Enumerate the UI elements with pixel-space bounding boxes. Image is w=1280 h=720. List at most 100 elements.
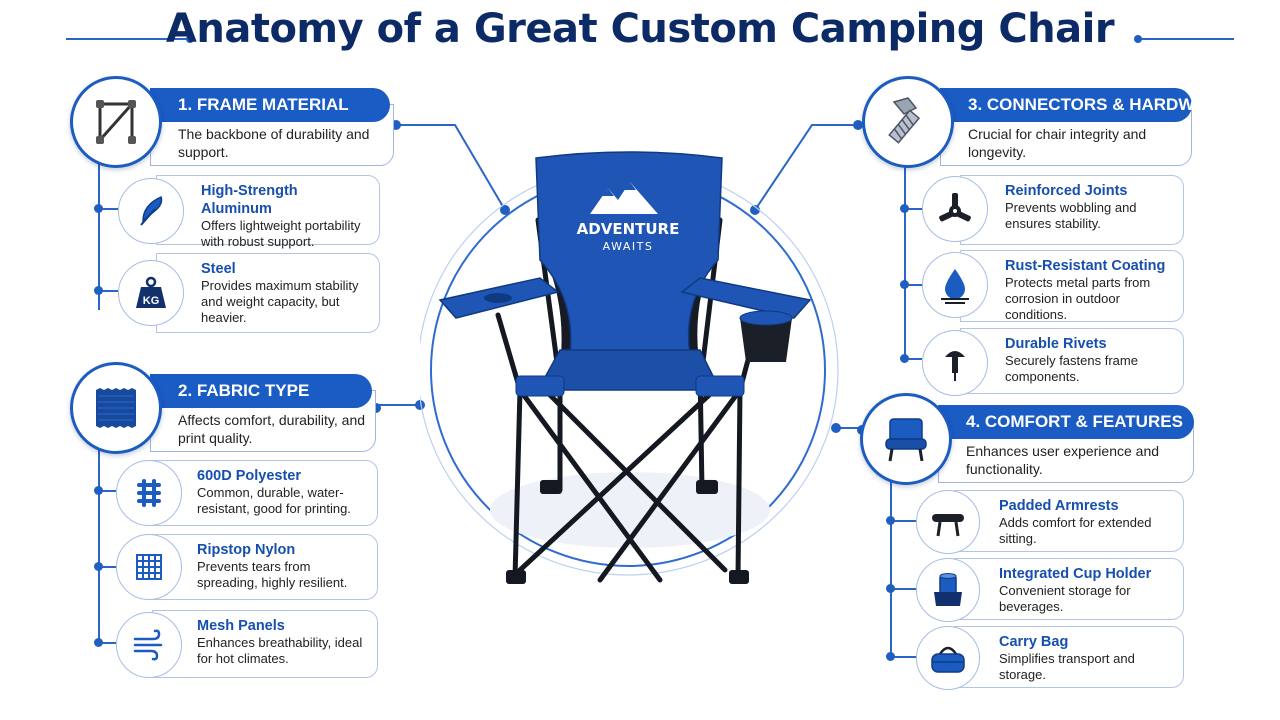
connectors-item-coating: Rust-Resistant Coating Protects metal pa… [960,250,1184,322]
connectors-branch-dot [900,354,909,363]
item-title: High-Strength Aluminum [201,183,298,217]
title-dot-left [186,35,194,43]
frame-item-aluminum: High-Strength Aluminum Offers lightweigh… [156,175,380,249]
weight-icon: KG [136,276,166,308]
comfort-heading: 4. COMFORT & FEATURES [938,405,1194,439]
fabric-branch-dot [94,562,103,571]
connectors-item-rivets: Durable Rivets Securely fastens frame co… [960,328,1184,394]
fabric-branch [98,642,116,644]
frame-icon [96,100,136,144]
weight-icon-label: KG [143,295,160,307]
item-title: Carry Bag [999,634,1069,650]
bag-icon-wrap [916,626,980,690]
fabric-heading: 2. FABRIC TYPE [150,374,372,408]
item-desc: Prevents wobbling and ensures stability. [1005,200,1137,231]
fabric-branch-dot [94,486,103,495]
frame-branch [98,208,118,210]
item-desc: Prevents tears from spreading, highly re… [197,559,348,590]
armrest-icon-wrap [916,490,980,554]
comfort-branch-dot [886,652,895,661]
item-desc: Convenient storage for beverages. [999,583,1131,614]
comfort-item-cupholder: Integrated Cup Holder Convenient storage… [954,558,1184,620]
item-desc: Simplifies transport and storage. [999,651,1135,682]
item-desc: Enhances breathability, ideal for hot cl… [197,635,363,666]
connectors-header-icon [862,76,954,168]
comfort-branch [890,520,916,522]
item-desc: Provides maximum stability and weight ca… [201,278,359,325]
connectors-branch [904,284,922,286]
item-title: Integrated Cup Holder [999,566,1152,582]
feather-icon [140,195,163,226]
joint-icon [939,193,971,222]
chair-illustration: ADVENTURE AWAITS [420,151,839,584]
title-rule-left [66,38,190,40]
weight-icon-wrap: KG [118,260,184,326]
frame-branch-dot [94,204,103,213]
fabric-branch [98,490,116,492]
feather-icon-wrap [118,178,184,244]
comfort-branch [890,588,916,590]
connectors-branch [904,208,922,210]
comfort-header-icon [860,393,952,485]
item-title: Steel [201,261,236,277]
cup-icon [934,573,962,606]
joint-icon-wrap [922,176,988,242]
frame-item-steel: Steel Provides maximum stability and wei… [156,253,380,333]
frame-branch [98,290,118,292]
fabric-item-ripstop: Ripstop Nylon Prevents tears from spread… [152,534,378,600]
fabric-branch [98,566,116,568]
chair-print-line2: AWAITS [603,240,654,253]
comfort-item-armrests: Padded Armrests Adds comfort for extende… [954,490,1184,552]
drop-icon [941,269,969,304]
fabric-branch-dot [94,638,103,647]
item-title: Reinforced Joints [1005,183,1128,199]
grid-icon [136,554,162,580]
comfort-branch-dot [886,516,895,525]
item-desc: Offers lightweight portability with robu… [201,218,361,249]
item-title: Ripstop Nylon [197,542,296,558]
fabric-tree-line [98,448,100,644]
armrest-icon [932,514,964,537]
bolt-icon [888,97,921,144]
item-title: Rust-Resistant Coating [1005,258,1166,274]
frame-branch-dot [94,286,103,295]
comfort-item-bag: Carry Bag Simplifies transport and stora… [954,626,1184,688]
seat-icon [885,418,927,462]
item-desc: Securely fastens frame components. [1005,353,1138,384]
comfort-tree-line [890,475,892,660]
chair-print-line1: ADVENTURE [577,220,680,238]
airflow-icon [133,629,163,661]
connectors-branch-dot [900,204,909,213]
drop-icon-wrap [922,252,988,318]
bag-icon [931,646,965,673]
item-desc: Common, durable, water-resistant, good f… [197,485,351,516]
comfort-branch [890,656,916,658]
airflow-icon-wrap [116,612,182,678]
fabric-swatch-icon [96,388,136,428]
comfort-branch-dot [886,584,895,593]
weave-icon [137,479,161,507]
title-rule-right [1138,38,1234,40]
connectors-tree-line [904,160,906,360]
item-desc: Protects metal parts from corrosion in o… [1005,275,1151,322]
fabric-item-polyester: 600D Polyester Common, durable, water-re… [152,460,378,526]
item-title: Mesh Panels [197,618,285,634]
frame-header-icon [70,76,162,168]
rivet-icon [945,351,965,381]
fabric-header-icon [70,362,162,454]
fabric-item-mesh: Mesh Panels Enhances breathability, idea… [152,610,378,678]
cup-icon-wrap [916,558,980,622]
grid-icon-wrap [116,534,182,600]
weave-icon-wrap [116,460,182,526]
title-dot-right [1134,35,1142,43]
connectors-item-joints: Reinforced Joints Prevents wobbling and … [960,175,1184,245]
item-title: 600D Polyester [197,468,301,484]
frame-heading: 1. FRAME MATERIAL [150,88,390,122]
frame-tree-line [98,160,100,310]
connectors-heading: 3. CONNECTORS & HARDWARE [940,88,1229,122]
connectors-branch-dot [900,280,909,289]
item-title: Durable Rivets [1005,336,1107,352]
item-title: Padded Armrests [999,498,1119,514]
item-desc: Adds comfort for extended sitting. [999,515,1152,546]
page-title: Anatomy of a Great Custom Camping Chair [165,6,1115,52]
